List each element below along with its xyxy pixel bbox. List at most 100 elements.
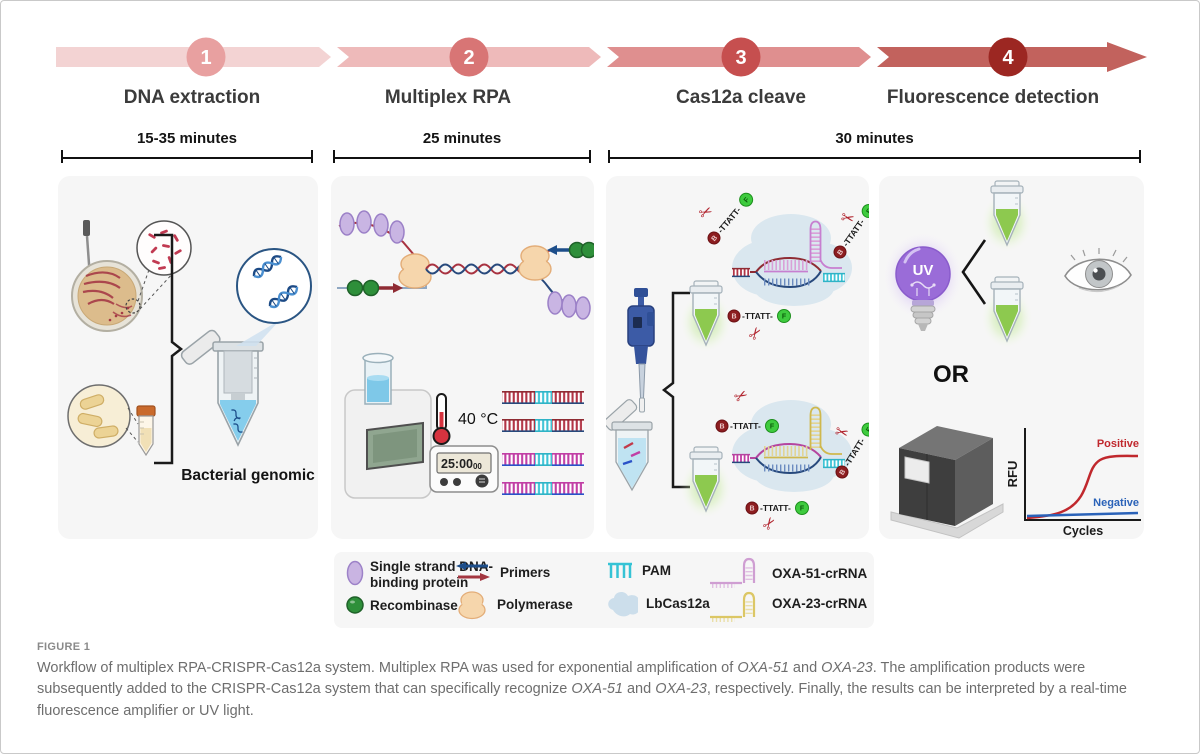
duration-1: 15-35 minutes [61, 130, 313, 163]
duration-label-3: 30 minutes [835, 130, 914, 147]
fluorescence-reader [890, 426, 1004, 539]
result-tube-top [979, 180, 1035, 255]
step-circle-1 [186, 37, 226, 77]
legend-item-polymerase: Polymerase [455, 590, 573, 620]
legend-label-polymerase: Polymerase [497, 597, 573, 612]
caption-text: Workflow of multiplex RPA-CRISPR-Cas12a … [37, 660, 738, 676]
legend-label-ssb-1: Single strand DNA- [370, 559, 494, 574]
legend-label-oxa23: OXA-23-crRNA [772, 596, 868, 611]
negative-label: Negative [1093, 497, 1139, 509]
chart-xlabel: Cycles [1063, 524, 1103, 538]
uv-label: UV [913, 262, 934, 279]
duration-bracket-3 [608, 150, 1141, 163]
polymerase-right [518, 245, 552, 281]
panel-cas12a-cleave: B -TTATT- F [606, 176, 869, 539]
step-circle-4 [988, 37, 1028, 77]
duration-2: 25 minutes [333, 130, 591, 163]
reporter [745, 501, 809, 515]
lbcas12a-icon [608, 592, 638, 617]
scissors-icon: ✂ [731, 384, 752, 407]
scissors-icon: ✂ [744, 322, 767, 344]
positive-curve [1026, 454, 1139, 520]
grouping-brace [154, 233, 184, 465]
panel1-caption: Bacterial genomic [181, 467, 315, 484]
pipette [627, 288, 655, 413]
detection-illustration: UV OR [881, 180, 1141, 539]
oxa23-crrna-icon [710, 591, 756, 622]
legend-label-lbcas12a: LbCas12a [646, 596, 710, 611]
legend-label-recombinase: Recombinase [370, 598, 458, 613]
figure-caption-text: Workflow of multiplex RPA-CRISPR-Cas12a … [37, 658, 1167, 722]
timer-device: 25:0000 [429, 445, 499, 493]
thermometer-icon [432, 393, 451, 445]
amplicon-oxa51-2 [502, 418, 584, 433]
chart-ylabel: RFU [1005, 461, 1020, 488]
ssb-proteins-left [339, 210, 405, 244]
legend-item-pam: PAM [606, 561, 671, 581]
rpa-mechanism-diagram [337, 210, 594, 320]
polymerase-icon [458, 591, 486, 620]
rpa-illustration: 40 °C 25:0000 [337, 210, 594, 499]
duration-bracket-2 [333, 150, 591, 163]
step-number-3: 3 [735, 47, 746, 69]
cas12a-illustration: B -TTATT- F [606, 190, 869, 534]
result-tube-bottom [979, 276, 1035, 351]
legend-item-oxa51: OXA-51-crRNA [708, 554, 867, 590]
reporter [715, 419, 779, 433]
legend: Single strand DNA- binding protein Recom… [334, 552, 874, 628]
cas12a-complex-oxa51 [732, 214, 852, 306]
primers-icon [456, 562, 490, 581]
figure-label: FIGURE 1 [37, 641, 91, 653]
legend-item-ssb: Single strand DNA- binding protein [346, 559, 493, 590]
caption-gene-oxa51: OXA-51 [571, 681, 623, 698]
step-number-4: 4 [1002, 47, 1014, 69]
step-circle-3 [721, 37, 761, 77]
panel-multiplex-rpa: 40 °C 25:0000 [331, 176, 594, 539]
timeline-arrow: 1 2 3 4 [56, 37, 1147, 77]
genomic-dna-tube [180, 329, 264, 447]
caption-text: . The amplification products were subseq… [37, 660, 1086, 698]
bacteria-sample-circle [67, 384, 131, 448]
heat-block-device [344, 389, 432, 499]
scissors-icon: ✂ [839, 207, 856, 228]
duration-3: 30 minutes [608, 130, 1141, 163]
amplicon-oxa23-1 [502, 452, 584, 467]
reverse-primer-arrow [547, 245, 569, 255]
positive-label: Positive [1097, 438, 1139, 450]
amplicon-oxa23-2 [502, 481, 584, 496]
scissors-icon: ✂ [758, 512, 781, 534]
scissors-icon: ✂ [833, 421, 851, 443]
angle-bracket [961, 239, 987, 305]
rfu-chart: Positive Negative RFU Cycles [1005, 428, 1141, 538]
dna-magnified-balloon [236, 248, 312, 346]
forward-primer-arrow [379, 283, 403, 293]
reaction-tube-oxa23 [678, 446, 734, 521]
caption-gene-oxa23: OXA-23 [821, 660, 873, 676]
panel-fluorescence-detection: UV OR [879, 176, 1144, 539]
step-label-fluorescence-detection: Fluorescence detection [886, 87, 1100, 108]
bacteria-magnified [136, 220, 192, 276]
uv-bulb: UV [881, 230, 965, 331]
recombinase-left [346, 279, 380, 297]
splitting-brace [661, 291, 690, 489]
step-label-cas12a-cleave: Cas12a cleave [676, 87, 806, 108]
duration-label-2: 25 minutes [422, 130, 502, 147]
oxa51-crrna-icon [710, 557, 756, 588]
legend-label-ssb-2: binding protein [370, 574, 469, 590]
legend-label-oxa51: OXA-51-crRNA [772, 566, 868, 581]
recombinase-icon [346, 596, 364, 614]
caption-text: and [622, 681, 656, 698]
step-number-1: 1 [200, 47, 211, 69]
duration-bracket-1 [61, 150, 313, 163]
dna-extraction-illustration: Bacterial genomic [67, 220, 315, 484]
template-tube [606, 399, 653, 492]
legend-item-lbcas12a: LbCas12a [604, 590, 710, 618]
caption-text: and [788, 660, 822, 676]
eye-icon [1064, 248, 1132, 293]
caption-gene-oxa23: OXA-23 [655, 681, 707, 698]
caption-text: , respectively. Finally, the results can… [37, 681, 1127, 719]
ssb-proteins-right [547, 291, 591, 320]
legend-label-pam: PAM [642, 563, 671, 578]
caption-gene-oxa51: OXA-51 [737, 660, 789, 676]
